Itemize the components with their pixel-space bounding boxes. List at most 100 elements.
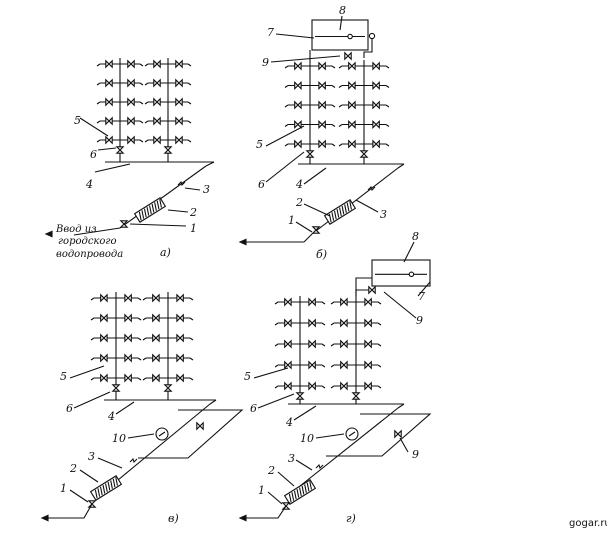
- tap-nozzle: [338, 143, 390, 147]
- pipe-fitting: [177, 180, 186, 187]
- riser-valve: [351, 392, 361, 400]
- service-pipe: [117, 403, 211, 481]
- leader-line: [184, 187, 201, 191]
- tap-valve: [100, 333, 108, 343]
- tap-nozzle: [142, 337, 194, 341]
- tap-valve: [153, 59, 161, 69]
- bypass-pipe: [138, 409, 244, 459]
- leader-line: [339, 15, 343, 31]
- leader-line: [97, 147, 117, 151]
- tap-valve: [308, 318, 316, 328]
- panel-caption: б): [316, 248, 327, 261]
- water-meter: [133, 197, 167, 223]
- tap-valve: [318, 61, 326, 71]
- tap-valve: [175, 78, 183, 88]
- panel-caption: а): [160, 246, 171, 259]
- pipe-segment: [397, 403, 405, 409]
- callout-1: 1: [258, 484, 265, 497]
- tank-pipe: [355, 277, 372, 296]
- leader-line: [129, 223, 187, 227]
- pump-impeller: [158, 431, 166, 437]
- meter-hatch: [115, 477, 118, 486]
- callout-1: 1: [288, 214, 295, 227]
- tap-nozzle: [338, 104, 390, 108]
- tap-nozzle: [330, 322, 382, 326]
- meter-hatch: [107, 481, 111, 491]
- service-pipe: [119, 165, 207, 229]
- meter-hatch: [304, 484, 307, 493]
- tap-nozzle: [274, 385, 326, 389]
- meter-hatch: [339, 207, 342, 217]
- riser-valve: [311, 226, 321, 234]
- leader-line: [73, 391, 111, 409]
- tap-nozzle: [330, 301, 382, 305]
- leader-line: [79, 117, 109, 137]
- tap-nozzle: [90, 297, 142, 301]
- tap-valve: [308, 381, 316, 391]
- meter-hatch: [306, 482, 310, 492]
- tank-valve: [368, 32, 376, 40]
- tap-valve: [308, 360, 316, 370]
- meter-hatch: [154, 202, 157, 211]
- tap-nozzle: [142, 357, 194, 361]
- tap-valve: [153, 135, 161, 145]
- meter-hatch: [149, 205, 152, 215]
- tap-valve: [105, 97, 113, 107]
- meter-hatch: [349, 201, 352, 210]
- float-valve: [408, 271, 415, 278]
- meter-hatch: [336, 209, 340, 218]
- meter-hatch: [341, 205, 345, 215]
- callout-8: 8: [339, 4, 346, 17]
- meter-hatch: [97, 488, 101, 497]
- tap-valve: [364, 297, 372, 307]
- tap-nozzle: [284, 65, 336, 69]
- tap-nozzle: [96, 139, 144, 143]
- callout-3: 3: [288, 452, 295, 465]
- riser-valve: [295, 392, 305, 400]
- inlet-arrow: [238, 238, 247, 246]
- tap-valve: [176, 353, 184, 363]
- inlet-pipe: [303, 233, 313, 243]
- riser-valve: [119, 220, 129, 228]
- callout-4: 4: [107, 410, 115, 423]
- tap-nozzle: [142, 317, 194, 321]
- tap-valve: [176, 373, 184, 383]
- leader-line: [295, 459, 313, 471]
- meter-hatch: [344, 204, 347, 213]
- callout-5: 5: [256, 138, 263, 151]
- leader-line: [115, 401, 135, 415]
- tap-valve: [124, 353, 132, 363]
- tap-nozzle: [96, 82, 144, 86]
- leader-line: [265, 125, 305, 147]
- leader-line: [267, 491, 283, 505]
- tap-valve: [372, 80, 380, 91]
- tap-valve: [284, 381, 292, 391]
- pump-impeller: [348, 431, 356, 437]
- callout-2: 2: [295, 196, 303, 209]
- bypass-pipe: [326, 413, 432, 457]
- leader-line: [253, 367, 289, 379]
- tap-nozzle: [274, 364, 326, 368]
- leader-line: [167, 209, 189, 213]
- callout-6: 6: [66, 402, 73, 415]
- leader-line: [94, 163, 131, 173]
- tap-valve: [340, 339, 348, 349]
- leader-line: [383, 291, 417, 319]
- tap-nozzle: [96, 63, 144, 67]
- meter-hatch: [99, 486, 103, 496]
- tap-valve: [124, 293, 132, 303]
- tap-valve: [105, 78, 113, 88]
- meter-hatch: [333, 210, 337, 220]
- water-meter: [283, 479, 317, 505]
- meter-hatch: [331, 212, 335, 221]
- leader-line: [79, 469, 99, 483]
- tap-valve: [340, 381, 348, 391]
- float-valve: [347, 33, 353, 40]
- tap-valve: [176, 333, 184, 343]
- tap-nozzle: [284, 104, 336, 108]
- leader-line: [69, 365, 105, 379]
- tap-valve: [364, 318, 372, 328]
- callout-9: 9: [416, 314, 423, 327]
- tap-nozzle: [330, 343, 382, 347]
